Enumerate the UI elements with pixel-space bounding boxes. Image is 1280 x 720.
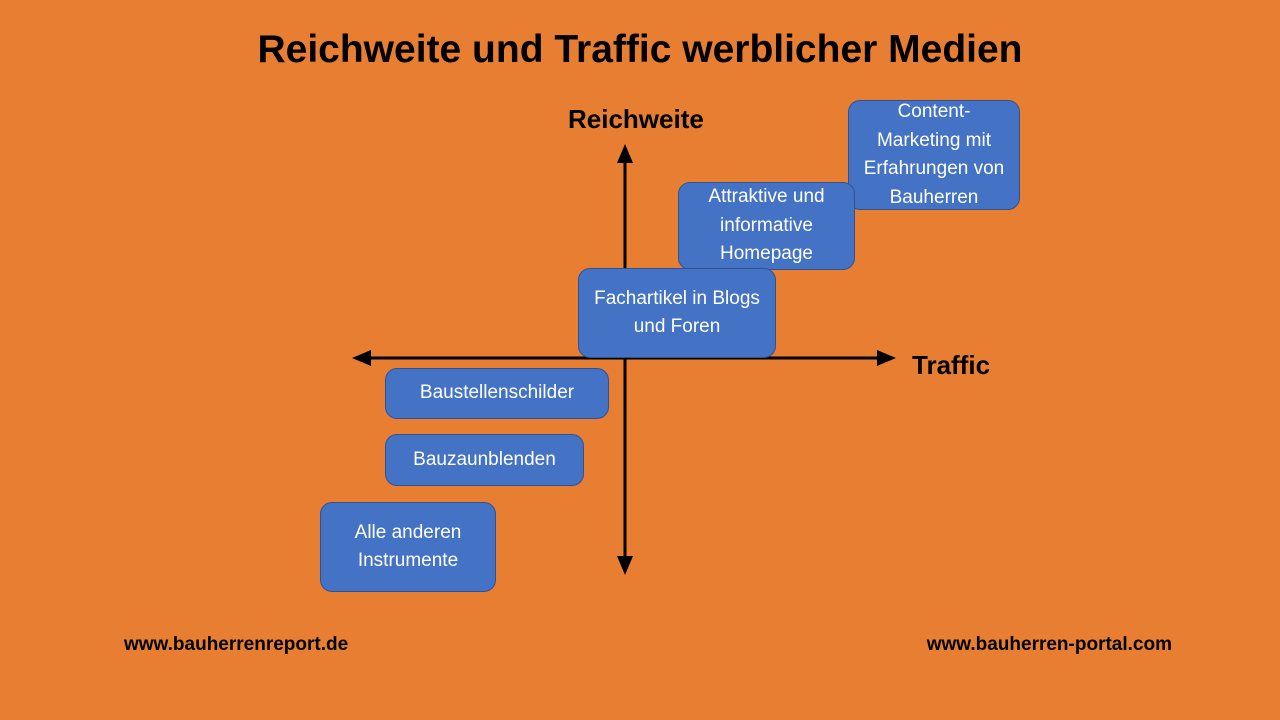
box-label: Attraktive und informative Homepage [708,186,825,265]
box-homepage: Attraktive und informative Homepage [678,182,855,270]
box-andere-instrumente: Alle anderen Instrumente [320,502,496,592]
box-label: Alle anderen Instrumente [354,521,462,572]
y-axis-label: Reichweite [568,104,704,134]
x-axis-arrow-right-icon [877,350,896,366]
box-label: Baustellenschilder [419,382,575,404]
box-label: Fachartikel in Blogs und Foren [594,287,760,338]
footer-url-right: www.bauherren-portal.com [926,634,1172,655]
box-label: Content-Marketing mit Erfahrungen von Ba… [863,101,1005,208]
page-title: Reichweite und Traffic werblicher Medien [257,28,1023,71]
box-fachartikel: Fachartikel in Blogs und Foren [578,268,776,358]
footer-url-left: www.bauherrenreport.de [124,634,349,655]
y-axis-arrow-down-icon [617,556,633,575]
box-label: Bauzaunblenden [413,448,556,470]
box-content-marketing: Content-Marketing mit Erfahrungen von Ba… [848,100,1020,210]
box-baustellenschilder: Baustellenschilder [385,368,609,419]
x-axis-arrow-left-icon [352,350,371,366]
box-bauzaunblenden: Bauzaunblenden [385,434,584,486]
x-axis-label: Traffic [912,350,991,380]
y-axis-arrow-up-icon [617,144,633,163]
